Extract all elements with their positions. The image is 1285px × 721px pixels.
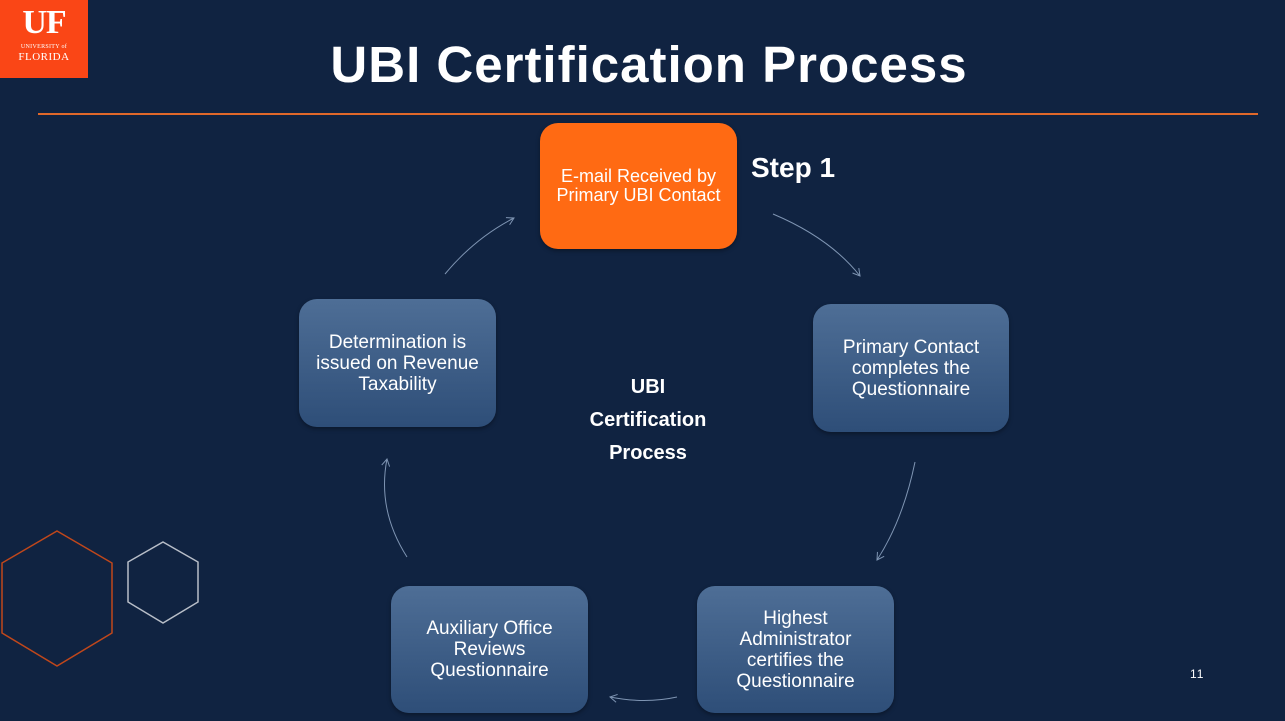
connector-3-to-4 <box>609 693 678 703</box>
uf-logo: UF UNIVERSITY of FLORIDA <box>0 0 88 78</box>
title-divider <box>38 113 1258 115</box>
step-node-5-text: Determination is issued on Revenue Taxab… <box>316 331 479 395</box>
step-node-1-text: E-mail Received by Primary UBI Contact <box>556 166 721 205</box>
cycle-center-label: UBI Certification Process <box>589 376 707 464</box>
connector-4-to-5 <box>381 458 408 558</box>
step-node-2-text: Primary Contact completes the Questionna… <box>842 336 980 400</box>
orange-hexagon-outline <box>1 530 113 667</box>
step-node-3-text: Highest Administrator certifies the Ques… <box>736 607 855 692</box>
logo-mark: UF <box>22 4 66 41</box>
gray-hexagon-outline <box>127 541 199 624</box>
connector-2-to-3 <box>876 461 916 561</box>
logo-line-1: UNIVERSITY of <box>20 44 68 50</box>
step-node-5: Determination is issued on Revenue Taxab… <box>299 299 496 427</box>
step-node-4-text: Auxiliary Office Reviews Questionnaire <box>426 618 553 681</box>
step-node-1: E-mail Received by Primary UBI Contact <box>540 123 737 249</box>
connector-5-to-1 <box>444 217 515 275</box>
step-indicator: Step 1 <box>751 152 836 183</box>
logo-line-2: FLORIDA <box>18 51 70 63</box>
step-node-2: Primary Contact completes the Questionna… <box>813 304 1009 432</box>
page-number: 11 <box>1190 667 1205 681</box>
step-node-4: Auxiliary Office Reviews Questionnaire <box>391 586 588 713</box>
step-node-3: Highest Administrator certifies the Ques… <box>697 586 894 713</box>
connector-1-to-2 <box>772 213 861 277</box>
slide-title: UBI Certification Process <box>330 36 968 93</box>
